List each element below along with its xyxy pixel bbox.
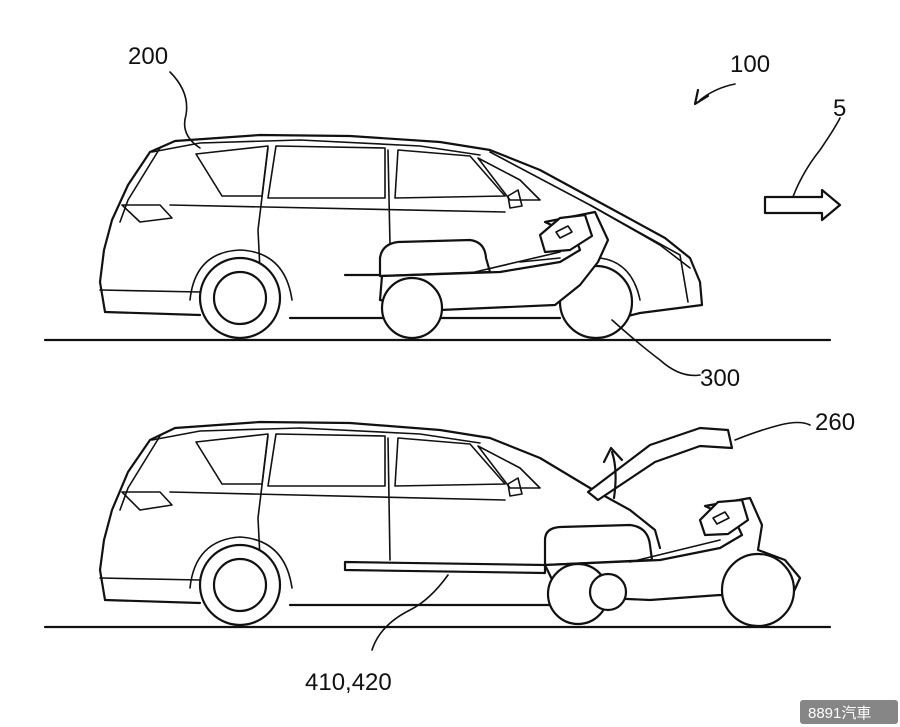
top-illustration: [43, 71, 842, 377]
label-300: 300: [700, 365, 740, 392]
watermark: 8891汽車: [800, 700, 898, 724]
bottom-illustration: [43, 420, 832, 651]
car-body-bottom: [98, 420, 662, 607]
open-hood: [586, 426, 734, 502]
direction-arrow: [763, 188, 842, 222]
label-410-420: 410,420: [305, 669, 392, 696]
rear-wheel-top: [189, 249, 293, 340]
label-5: 5: [833, 95, 846, 122]
leader-lines-top: [169, 71, 841, 377]
rear-wheel-bottom: [189, 536, 293, 627]
label-100: 100: [730, 51, 770, 78]
leader-lines-bottom: [371, 421, 811, 651]
svg-text:8891汽車: 8891汽車: [808, 705, 871, 722]
arrow-100: [693, 83, 736, 106]
label-200: 200: [128, 43, 168, 70]
label-260: 260: [815, 409, 855, 436]
motorbike-extracted-bottom: [543, 496, 802, 628]
rails-410-420: [343, 560, 547, 575]
motorbike-inside-top: [343, 210, 610, 340]
